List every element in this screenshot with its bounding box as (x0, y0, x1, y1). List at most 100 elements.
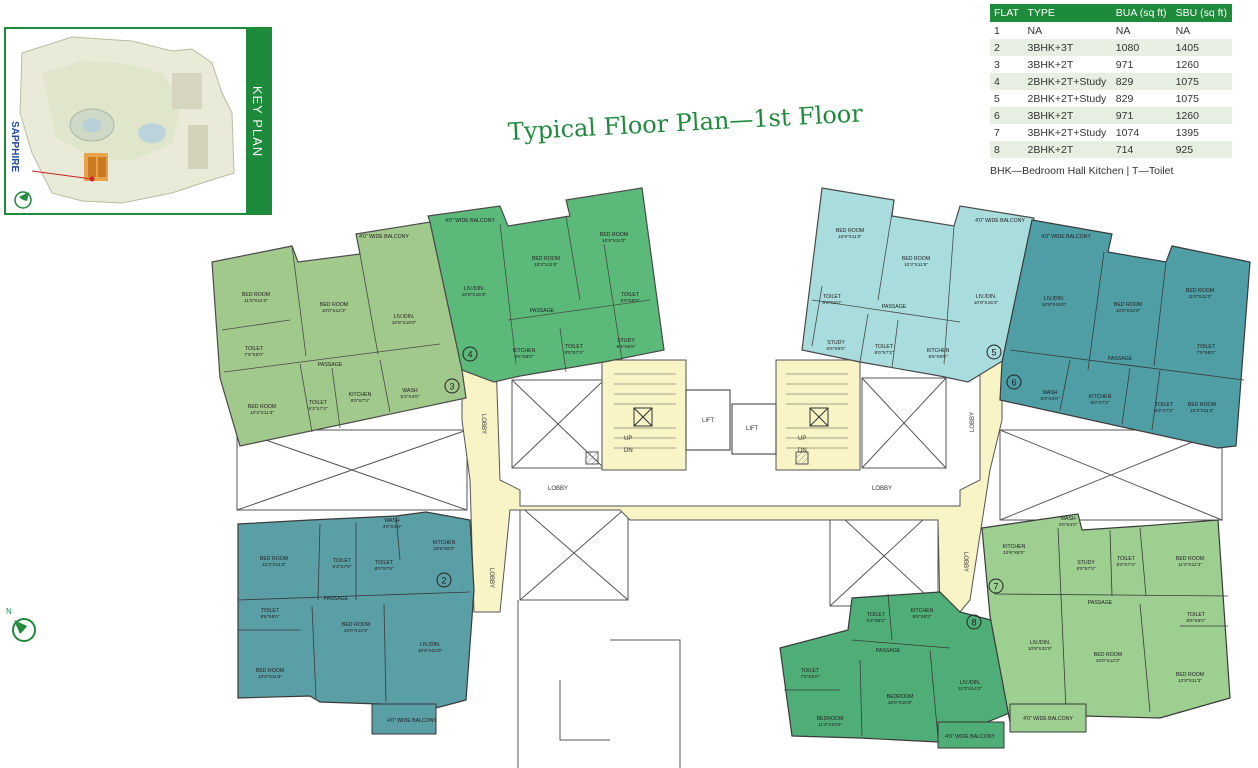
north-compass-icon (14, 191, 32, 209)
room-size: 10'9"X19'0" (1042, 302, 1067, 308)
room-size: 10'9"X8'0" (1003, 550, 1025, 556)
room-size: 6'3"X7'6" (332, 564, 351, 570)
lift-label: LIFT (702, 418, 715, 424)
key-plan: SAPPHIRE KEY PLAN (4, 27, 272, 215)
compass-north-label: N (6, 607, 12, 616)
room-name: BED ROOM (902, 256, 930, 262)
room-size: 10'9"X22'0" (418, 648, 443, 654)
table-cell: 3BHK+2T (1023, 107, 1112, 124)
room-name: TOILET (621, 292, 640, 298)
table-cell: 5 (990, 90, 1024, 107)
unit-number-circle (966, 614, 982, 630)
room-name: TOILET (261, 608, 280, 614)
unit-number: 7 (993, 582, 998, 592)
table-cell: 1075 (1171, 73, 1232, 90)
table-cell: NA (1023, 22, 1112, 39)
room-name: TOILET (333, 558, 352, 564)
table-cell: 1080 (1111, 39, 1172, 56)
room-name: LIV./DIN. (464, 286, 485, 292)
room-size: 6'0"X7'3" (1116, 562, 1135, 568)
room-name: STUDY (827, 340, 845, 346)
room-size: 12'3"X11'3" (262, 562, 286, 568)
room-name: TOILET (801, 668, 820, 674)
stair-up-label: UP (798, 436, 806, 442)
lobby-label: LOBBY (488, 568, 494, 588)
room-size: 10'9"X22'0" (1028, 646, 1053, 652)
room-name: KITCHEN (1003, 544, 1026, 550)
table-cell: 3BHK+3T (1023, 39, 1112, 56)
room-name: TOILET (875, 344, 894, 350)
room-size: 10'0"X12'3" (344, 628, 369, 634)
room-name: 4'0" WIDE BALCONY (975, 218, 1025, 224)
table-cell: 6 (990, 107, 1024, 124)
unit-7 (981, 513, 1231, 733)
room-name: KITCHEN (433, 540, 456, 546)
room-name: 4'0" WIDE BALCONY (945, 734, 995, 740)
table-cell: 971 (1111, 56, 1172, 73)
room-name: BEDROOM (887, 694, 914, 700)
room-size: 4'0"X4'0" (1058, 522, 1077, 528)
room-size: 10'0"X12'3" (322, 308, 347, 314)
room-name: PASSAGE (318, 362, 343, 368)
table-cell: 3BHK+2T (1023, 56, 1112, 73)
room-name: TOILET (823, 294, 842, 300)
room-name: STUDY (617, 338, 635, 344)
room-name: WASH (384, 518, 400, 524)
room-size: 8'6"X8'0" (514, 354, 533, 360)
room-size: 8'0"X5'0" (822, 300, 841, 306)
room-name: 4'0" WIDE BALCONY (387, 718, 437, 724)
room-name: PASSAGE (876, 648, 901, 654)
table-cell: 925 (1171, 141, 1232, 158)
unit-number-circle (444, 378, 460, 394)
room-name: TOILET (1117, 556, 1136, 562)
room-size: 5'3"X4'0" (1040, 396, 1059, 402)
unit-number: 5 (991, 348, 996, 358)
room-name: BED ROOM (342, 622, 370, 628)
unit-2 (237, 511, 475, 735)
lift-label: LIFT (746, 426, 759, 432)
room-name: KITCHEN (927, 348, 950, 354)
room-size: 10'9"X19'0" (392, 320, 417, 326)
stair-down-label: DN (798, 448, 807, 454)
table-cell: 1075 (1171, 90, 1232, 107)
room-name: PASSAGE (530, 308, 555, 314)
room-name: BED ROOM (1094, 652, 1122, 658)
unit-number-circle (988, 578, 1004, 594)
unit-6 (999, 219, 1251, 449)
unit-number-circle (1006, 374, 1022, 390)
room-size: 12'0"X11'3" (258, 674, 282, 680)
table-header: FLAT (990, 4, 1024, 22)
key-plan-site-map (19, 36, 235, 204)
table-cell: 1260 (1171, 107, 1232, 124)
table-header: BUA (sq ft) (1111, 4, 1172, 22)
room-size: 11'0"X14'3" (958, 686, 982, 692)
room-name: BEDROOM (817, 716, 844, 722)
room-name: BED ROOM (256, 668, 284, 674)
room-name: TOILET (565, 344, 584, 350)
room-size: 11'0"X11'3" (1188, 294, 1212, 300)
room-name: WASH (402, 388, 418, 394)
table-cell: 2BHK+2T+Study (1023, 73, 1112, 90)
table-header: TYPE (1023, 4, 1112, 22)
central-lobby (461, 359, 1003, 613)
room-size: 11'0"X11'3" (1178, 562, 1202, 568)
unit-number-circle (462, 346, 478, 362)
room-size: 6'3"X8'3" (866, 618, 885, 624)
room-name: WASH (1060, 516, 1076, 522)
room-size: 6'6"X8'6" (616, 344, 635, 350)
room-name: BED ROOM (1186, 288, 1214, 294)
room-size: 10'9"X15'3" (974, 300, 999, 306)
room-size: 8'0"X7'3" (564, 350, 583, 356)
room-size: 6'0"X7'3" (1076, 566, 1095, 572)
room-name: BED ROOM (1176, 556, 1204, 562)
table-cell: 3BHK+2T+Study (1023, 124, 1112, 141)
room-name: PASSAGE (1088, 600, 1113, 606)
room-name: BED ROOM (1188, 402, 1216, 408)
table-cell: NA (1171, 22, 1232, 39)
